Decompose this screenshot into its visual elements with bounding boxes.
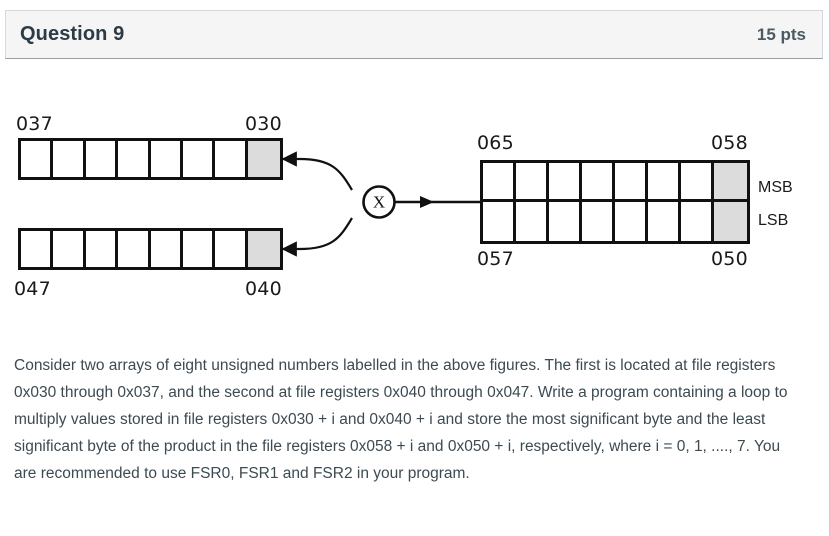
array-b-cell <box>85 231 119 267</box>
multiplier-node <box>362 185 396 219</box>
array-b-cell <box>215 231 248 267</box>
product-grid-cell-shaded <box>714 163 747 199</box>
product-grid-cell <box>549 163 582 199</box>
array-a-cell <box>21 141 54 177</box>
product-grid-cell <box>549 202 582 241</box>
msb-row-label: MSB <box>758 179 793 196</box>
array-b-label-left: 047 <box>14 278 51 300</box>
question-figure: 037 030 047 040 065 058 <box>0 60 830 325</box>
array-a-cell <box>182 141 216 177</box>
question-body-text: Consider two arrays of eight unsigned nu… <box>14 356 788 482</box>
points-badge: 15 pts <box>756 24 806 44</box>
product-grid-row-msb <box>483 163 747 202</box>
product-grid-cell <box>582 202 615 241</box>
product-grid-label-top-right: 058 <box>711 132 748 154</box>
product-grid-cell <box>516 163 549 199</box>
product-grid-cell <box>615 163 648 199</box>
product-grid-cell <box>615 202 648 241</box>
product-grid-cell <box>483 202 516 241</box>
product-grid-row-lsb <box>483 202 747 241</box>
wire-array-a-to-multiplier <box>281 151 353 191</box>
question-header: Question 9 15 pts <box>5 10 823 59</box>
product-grid-cell <box>483 163 516 199</box>
product-grid-cell <box>681 202 714 241</box>
product-grid-cell <box>681 163 714 199</box>
array-a-cell <box>85 141 119 177</box>
array-b-label-right: 040 <box>245 278 282 300</box>
array-b-cell-shaded <box>247 231 280 267</box>
array-a-label-right: 030 <box>245 113 282 135</box>
array-b-cell <box>182 231 216 267</box>
array-a-cell <box>118 141 151 177</box>
product-grid-cell <box>516 202 549 241</box>
product-grid-label-bottom-right: 050 <box>711 248 748 270</box>
array-a-cell <box>150 141 183 177</box>
figure-wires: X <box>281 151 480 257</box>
array-a-cell <box>215 141 248 177</box>
product-grid-cell-shaded <box>714 202 747 241</box>
array-a-cell <box>53 141 86 177</box>
array-b-cell <box>118 231 151 267</box>
array-b-cell <box>21 231 54 267</box>
array-a-label-left: 037 <box>16 113 53 135</box>
array-a <box>18 138 283 180</box>
array-b-cell <box>150 231 183 267</box>
lsb-row-label: LSB <box>758 212 789 229</box>
product-grid <box>480 160 750 244</box>
product-grid-cell <box>648 163 681 199</box>
wire-multiplier-to-product-arrowhead <box>420 196 434 208</box>
product-grid-cell <box>582 163 615 199</box>
multiply-icon: X <box>373 193 385 212</box>
array-b-cell <box>53 231 86 267</box>
page-title: Question 9 <box>20 23 125 45</box>
wire-array-b-to-multiplier <box>281 217 353 257</box>
product-grid-label-top-left: 065 <box>477 132 514 154</box>
array-a-cell-shaded <box>247 141 280 177</box>
product-grid-cell <box>648 202 681 241</box>
product-grid-label-bottom-left: 057 <box>477 248 514 270</box>
